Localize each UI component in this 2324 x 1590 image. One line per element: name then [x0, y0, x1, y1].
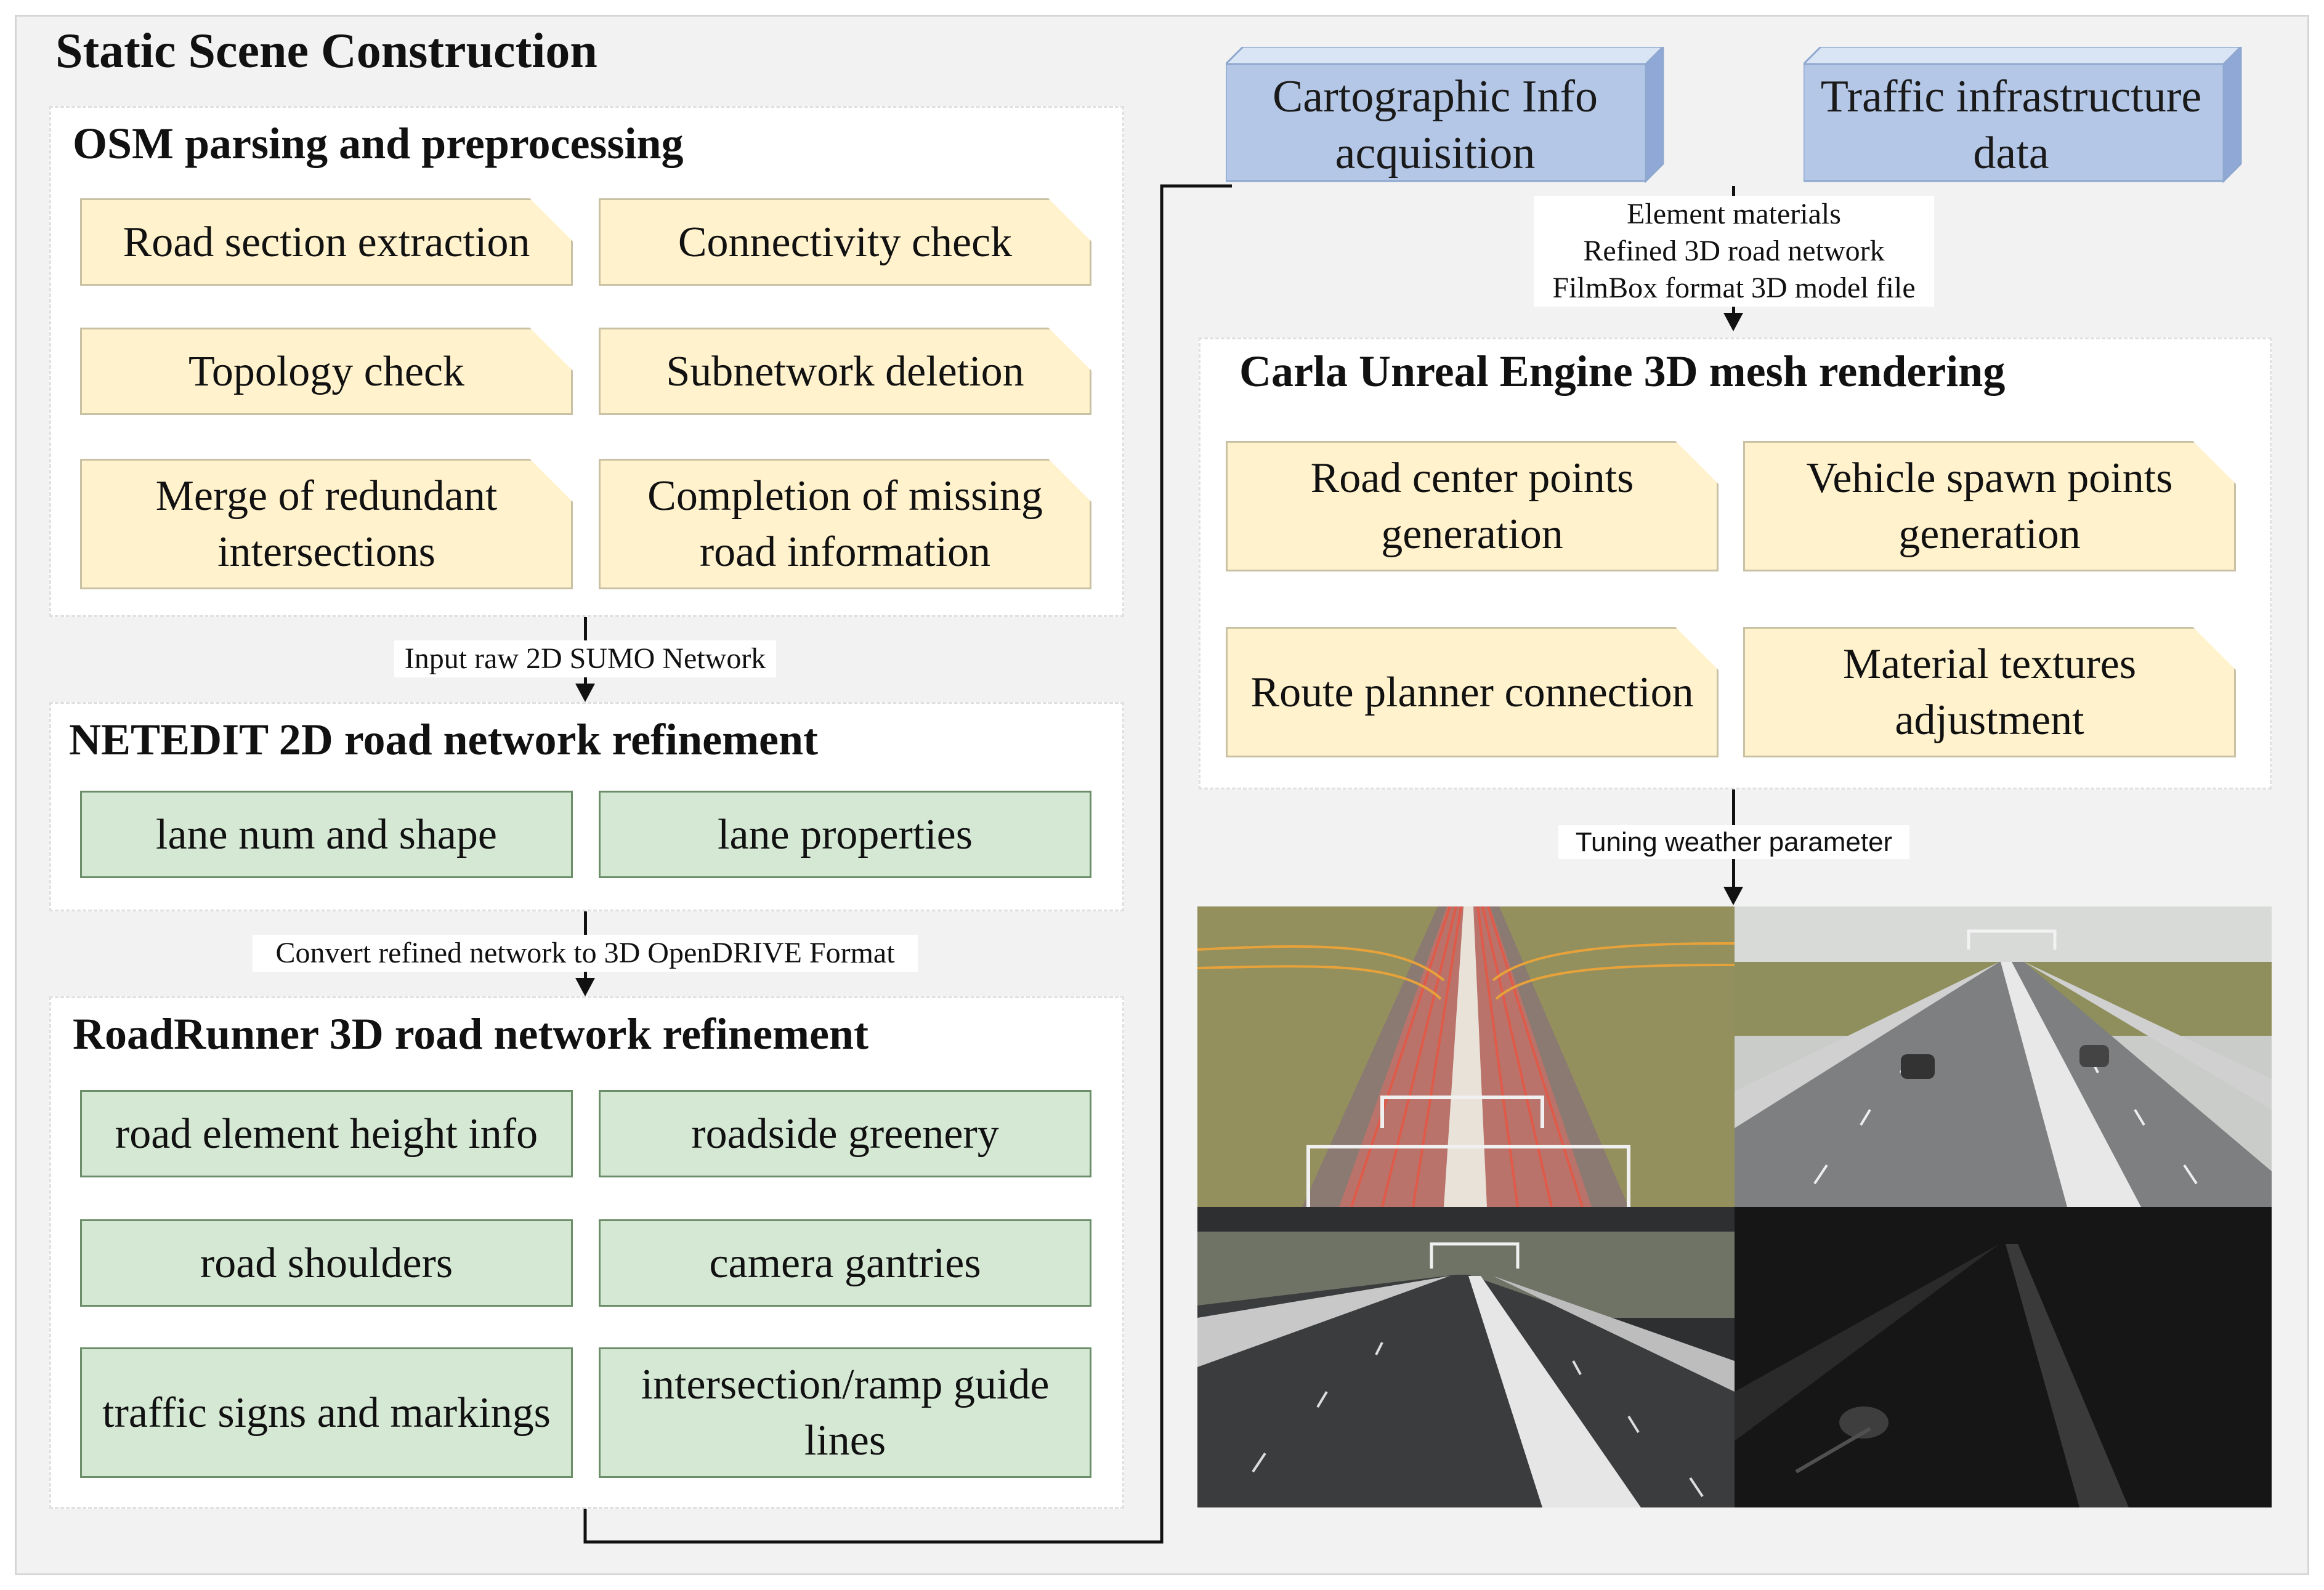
cartographic-info-cube [1226, 47, 1665, 184]
edge-label-line: Element materials [1627, 198, 1841, 230]
arrow-head [1723, 887, 1743, 905]
arrow-head [575, 684, 595, 702]
arrow-head [1723, 313, 1743, 331]
completion-missing-info-box: Completion of missing road information [599, 459, 1091, 589]
traffic-infra-label: Traffic infrastructure data [1820, 71, 2202, 179]
edge-label-line: FilmBox format 3D model file [1552, 272, 1916, 304]
render-image-overcast-road [1197, 1207, 1735, 1507]
edge-label-line: Refined 3D road network [1583, 235, 1885, 267]
diagram-title: Static Scene Construction [55, 24, 597, 78]
road-section-extraction-box: Road section extraction [80, 198, 573, 286]
road-shoulders-box: road shoulders [80, 1219, 573, 1307]
lane-properties-box: lane properties [599, 791, 1091, 878]
render-image-cloudy-vehicles [1735, 906, 2272, 1207]
intersection-ramp-lines-box: intersection/ramp guide lines [599, 1347, 1091, 1478]
roadside-greenery-box: roadside greenery [599, 1090, 1091, 1177]
camera-gantries-box: camera gantries [599, 1219, 1091, 1307]
lane-num-shape-box: lane num and shape [80, 791, 573, 878]
route-planner-box: Route planner connection [1226, 627, 1719, 757]
roadrunner-panel-title: RoadRunner 3D road network refinement [73, 1009, 868, 1059]
edge-label-sumo: Input raw 2D SUMO Network [394, 640, 776, 677]
render-image-sunny-topview [1197, 906, 1735, 1207]
material-textures-box: Material textures adjustment [1743, 627, 2236, 757]
road-element-height-box: road element height info [80, 1090, 573, 1177]
merge-redundant-intersections-box: Merge of redundant intersections [80, 459, 573, 589]
edge-label-weather: Tuning weather parameter [1558, 825, 1909, 859]
arrow-head [575, 978, 595, 996]
traffic-infra-cube [1804, 47, 2243, 184]
traffic-signs-markings-box: traffic signs and markings [80, 1347, 573, 1478]
vehicle-spawn-points-box: Vehicle spawn points generation [1743, 441, 2236, 571]
netedit-panel-title: NETEDIT 2D road network refinement [69, 715, 819, 764]
topology-check-box: Topology check [80, 328, 573, 415]
osm-panel-title: OSM parsing and preprocessing [73, 119, 684, 168]
connectivity-check-box: Connectivity check [599, 198, 1091, 286]
road-center-points-box: Road center points generation [1226, 441, 1719, 571]
carla-panel-title: Carla Unreal Engine 3D mesh rendering [1239, 347, 2006, 396]
edge-label-opendrive: Convert refined network to 3D OpenDRIVE … [253, 935, 918, 972]
edge-label-materials: Element materials Refined 3D road networ… [1534, 196, 1934, 307]
subnetwork-deletion-box: Subnetwork deletion [599, 328, 1091, 415]
render-image-night-road [1735, 1207, 2272, 1507]
cartographic-info-label: Cartographic Info acquisition [1272, 71, 1598, 179]
